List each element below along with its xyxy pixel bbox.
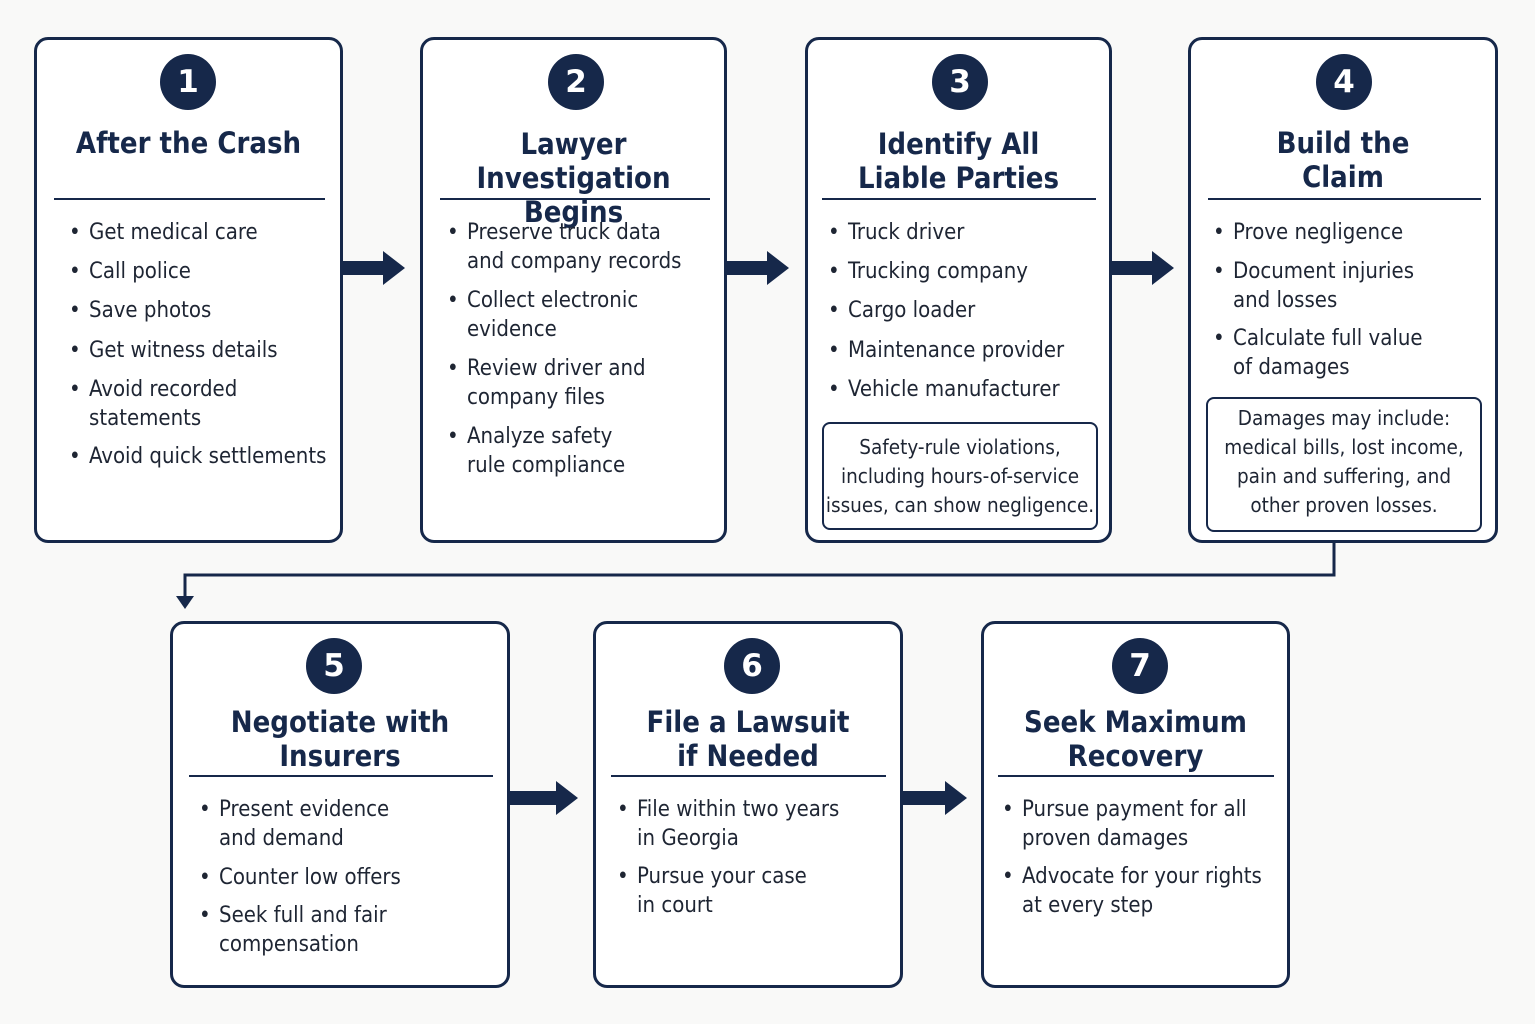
- step-title: Seek Maximum Recovery: [1024, 705, 1247, 773]
- step-number-badge: 4: [1316, 54, 1372, 110]
- list-item: Avoid quick settlements: [69, 442, 339, 471]
- step-card-2: 2 Lawyer Investigation Begins Preserve t…: [420, 37, 727, 543]
- step-title: File a Lawsuit if Needed: [646, 705, 850, 773]
- title-divider: [611, 775, 886, 777]
- step-bullet-list: Prove negligence Document injuries and l…: [1213, 218, 1488, 382]
- list-item: Save photos: [69, 296, 339, 325]
- step-card-4: 4 Build the Claim Prove negligence Docum…: [1188, 37, 1498, 543]
- step-number-badge: 5: [306, 638, 362, 694]
- note-box: Damages may include: medical bills, lost…: [1206, 397, 1482, 532]
- list-item: Call police: [69, 257, 339, 286]
- step-bullet-list: File within two years in Georgia Pursue …: [617, 795, 897, 920]
- step-number-badge: 1: [160, 54, 216, 110]
- step-card-3: 3 Identify All Liable Parties Truck driv…: [805, 37, 1112, 543]
- list-item: Document injuries and losses: [1213, 257, 1488, 315]
- list-item: Truck driver: [828, 218, 1103, 247]
- step-card-5: 5 Negotiate with Insurers Present eviden…: [170, 621, 510, 988]
- list-item: Avoid recorded statements: [69, 375, 339, 433]
- list-item: Seek full and fair compensation: [199, 901, 489, 959]
- step-title: After the Crash: [75, 126, 302, 160]
- step-bullet-list: Pursue payment for all proven damages Ad…: [1002, 795, 1287, 920]
- right-arrow-icon: [1112, 251, 1174, 285]
- list-item: Advocate for your rights at every step: [1002, 862, 1287, 920]
- list-item: Get witness details: [69, 336, 339, 365]
- note-box: Safety-rule violations, including hours-…: [822, 422, 1098, 530]
- list-item: Analyze safety rule compliance: [447, 422, 722, 480]
- list-item: Pursue your case in court: [617, 862, 897, 920]
- step-card-1: 1 After the Crash Get medical care Call …: [34, 37, 343, 543]
- list-item: Review driver and company files: [447, 354, 722, 412]
- list-item: Preserve truck data and company records: [447, 218, 722, 276]
- step-number-badge: 7: [1112, 638, 1168, 694]
- title-divider: [54, 198, 325, 200]
- title-divider: [998, 775, 1274, 777]
- list-item: Calculate full value of damages: [1213, 324, 1488, 382]
- list-item: File within two years in Georgia: [617, 795, 897, 853]
- step-bullet-list: Get medical care Call police Save photos…: [69, 218, 339, 471]
- list-item: Pursue payment for all proven damages: [1002, 795, 1287, 853]
- step-card-7: 7 Seek Maximum Recovery Pursue payment f…: [981, 621, 1290, 988]
- step-number-badge: 6: [724, 638, 780, 694]
- list-item: Trucking company: [828, 257, 1103, 286]
- list-item: Present evidence and demand: [199, 795, 489, 853]
- step-bullet-list: Truck driver Trucking company Cargo load…: [828, 218, 1103, 404]
- right-arrow-icon: [343, 251, 405, 285]
- right-arrow-icon: [727, 251, 789, 285]
- right-arrow-icon: [510, 781, 578, 815]
- step-title: Identify All Liable Parties: [857, 127, 1059, 195]
- list-item: Maintenance provider: [828, 336, 1103, 365]
- title-divider: [189, 775, 493, 777]
- step-card-6: 6 File a Lawsuit if Needed File within t…: [593, 621, 903, 988]
- step-bullet-list: Present evidence and demand Counter low …: [199, 795, 489, 959]
- list-item: Collect electronic evidence: [447, 286, 722, 344]
- list-item: Cargo loader: [828, 296, 1103, 325]
- title-divider: [440, 198, 710, 200]
- title-divider: [1208, 198, 1481, 200]
- list-item: Vehicle manufacturer: [828, 375, 1103, 404]
- right-arrow-icon: [903, 781, 967, 815]
- step-title: Negotiate with Insurers: [230, 705, 450, 773]
- title-divider: [822, 198, 1096, 200]
- step-bullet-list: Preserve truck data and company records …: [447, 218, 722, 480]
- step-number-badge: 3: [932, 54, 988, 110]
- list-item: Counter low offers: [199, 863, 489, 892]
- list-item: Prove negligence: [1213, 218, 1488, 247]
- list-item: Get medical care: [69, 218, 339, 247]
- step-title: Build the Claim: [1276, 126, 1410, 194]
- step-number-badge: 2: [548, 54, 604, 110]
